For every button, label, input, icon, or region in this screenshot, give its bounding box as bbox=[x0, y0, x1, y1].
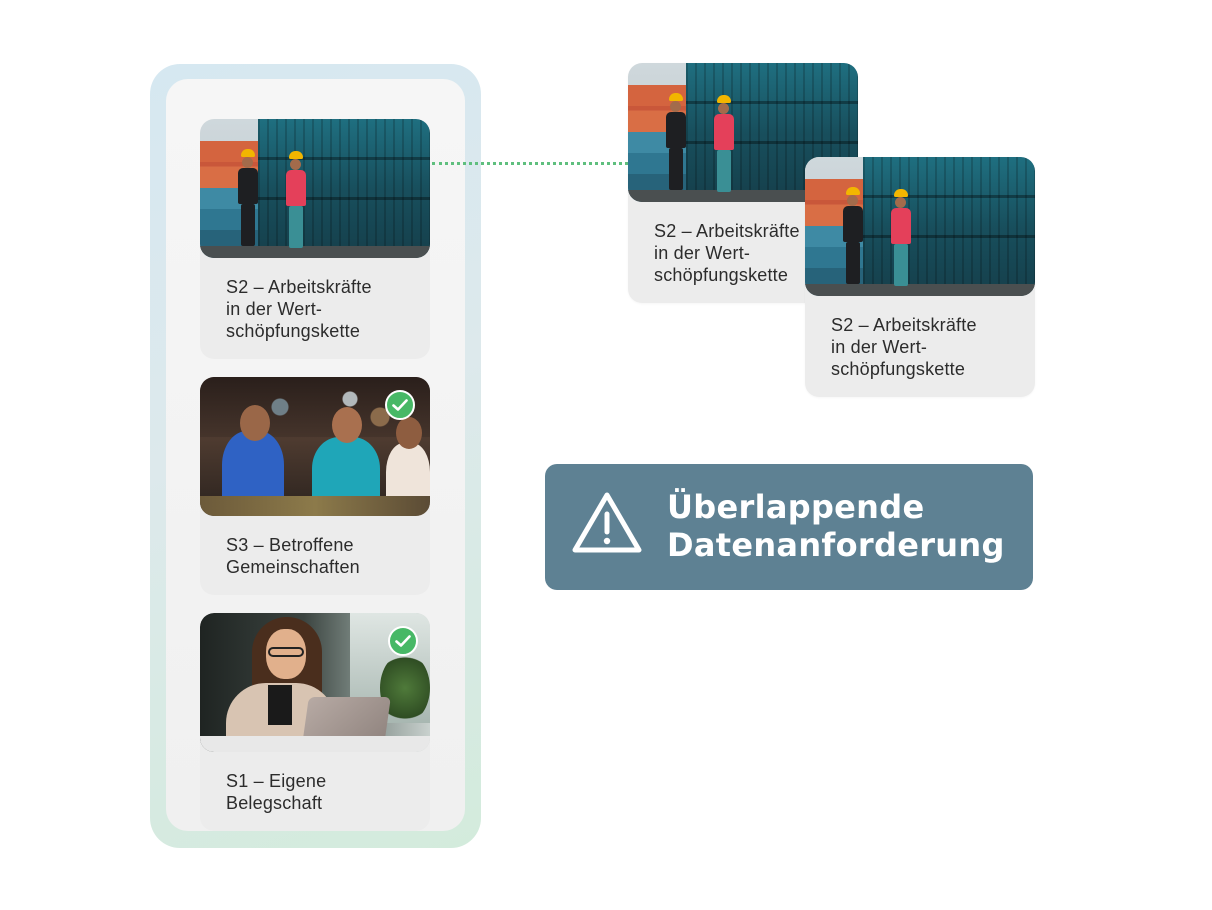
warning-text: Überlappende Datenanforderung bbox=[667, 488, 1005, 564]
stakeholder-card-s3[interactable]: S3 – Betroffene Gemeinschaften bbox=[200, 377, 430, 595]
warning-triangle-icon bbox=[571, 490, 643, 556]
stakeholder-card-label: S2 – Arbeitskräfte in der Wert- schöpfun… bbox=[226, 277, 372, 341]
duplicate-card-label: S2 – Arbeitskräfte in der Wert- schöpfun… bbox=[831, 315, 977, 379]
duplicate-card-s2-back[interactable]: S2 – Arbeitskräfte in der Wert- schöpfun… bbox=[628, 63, 858, 303]
container-workers-photo bbox=[805, 157, 1035, 296]
stakeholder-panel-inner: S2 – Arbeitskräfte in der Wert- schöpfun… bbox=[166, 79, 465, 831]
stakeholder-card-s2[interactable]: S2 – Arbeitskräfte in der Wert- schöpfun… bbox=[200, 119, 430, 359]
community-women-photo bbox=[200, 377, 430, 516]
checkmark-icon bbox=[385, 390, 415, 420]
duplicate-card-s2-front[interactable]: S2 – Arbeitskräfte in der Wert- schöpfun… bbox=[805, 157, 1035, 397]
dotted-connector-line bbox=[432, 162, 628, 168]
checkmark-icon bbox=[388, 626, 418, 656]
stakeholder-card-s1[interactable]: S1 – Eigene Belegschaft bbox=[200, 613, 430, 831]
container-workers-photo bbox=[200, 119, 430, 258]
overlap-warning-banner: Überlappende Datenanforderung bbox=[545, 464, 1033, 590]
duplicate-card-label: S2 – Arbeitskräfte in der Wert- schöpfun… bbox=[654, 221, 800, 285]
stakeholder-card-label: S3 – Betroffene Gemeinschaften bbox=[226, 535, 360, 577]
stakeholder-card-label: S1 – Eigene Belegschaft bbox=[226, 771, 327, 813]
office-woman-laptop-photo bbox=[200, 613, 430, 752]
stakeholder-panel: S2 – Arbeitskräfte in der Wert- schöpfun… bbox=[150, 64, 481, 848]
container-workers-photo bbox=[628, 63, 858, 202]
